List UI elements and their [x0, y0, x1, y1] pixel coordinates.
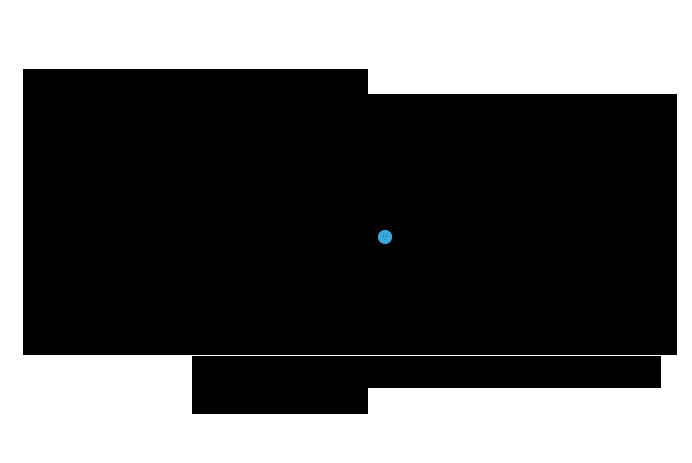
dark-region-tail: [192, 388, 368, 414]
dark-region-bar: [192, 356, 661, 388]
dark-region-right: [368, 94, 677, 355]
dark-region-left: [23, 69, 368, 355]
circle-indicator-icon[interactable]: [378, 230, 392, 244]
indicator-glyph-icon: [378, 230, 392, 244]
